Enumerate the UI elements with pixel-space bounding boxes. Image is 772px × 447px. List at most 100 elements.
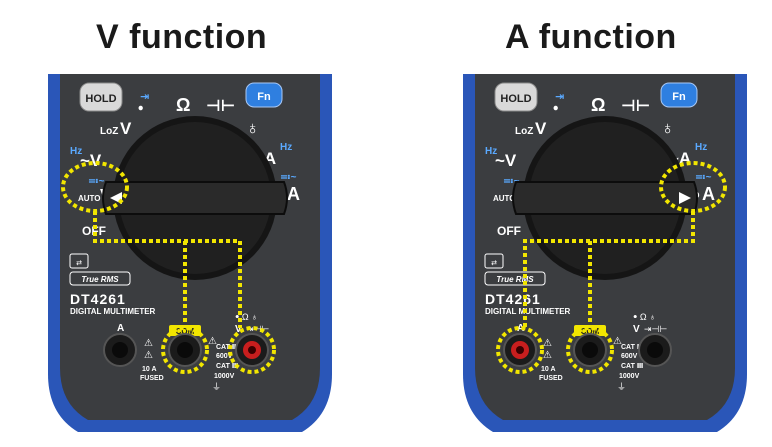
fn-button-label: Fn xyxy=(672,91,686,103)
highlight-overlay xyxy=(496,161,727,374)
cat-ii-voltage: 600V xyxy=(216,353,233,360)
cat-ii-label: CAT Ⅱ xyxy=(621,344,641,351)
hold-button[interactable]: HOLD xyxy=(494,82,538,112)
highlight-com-jack xyxy=(161,326,209,374)
a-jack[interactable] xyxy=(503,333,537,367)
hold-button-label: HOLD xyxy=(85,93,116,105)
pc-link-badge: ⇄ xyxy=(69,253,89,269)
pc-link-icon: ⇄ xyxy=(76,260,82,267)
a-jack[interactable] xyxy=(103,333,137,367)
true-rms-label: True RMS xyxy=(496,275,534,284)
auto-a-unit: A xyxy=(287,184,300,204)
auto-a-unit: A xyxy=(702,184,715,204)
dial-knob xyxy=(512,181,698,215)
capacitor-icon: ⊣⊢ xyxy=(206,98,235,115)
v-jack-diode-capacitor-icons: ⇥⊣⊢ xyxy=(644,324,667,334)
warning-icon-a: ⚠ xyxy=(144,338,153,349)
ac-a-hz-label: Hz xyxy=(280,142,292,153)
dc-a-icon: ≕~ xyxy=(280,172,297,183)
cat-ii-label: CAT Ⅱ xyxy=(216,344,236,351)
model-description: DIGITAL MULTIMETER xyxy=(70,307,156,316)
ac-v-label: ~V xyxy=(80,151,102,170)
v-jack-label: V xyxy=(235,324,242,335)
ohm-symbol: Ω xyxy=(176,95,190,115)
com-label: COM xyxy=(176,327,195,336)
com-badge: COM xyxy=(574,325,606,336)
ground-icon: ⏚ xyxy=(617,382,626,392)
dial-pointer xyxy=(679,192,691,204)
warning-icon-a-2: ⚠ xyxy=(144,350,153,361)
model-number: DT4261 xyxy=(70,291,126,307)
fn-button-label: Fn xyxy=(257,91,271,103)
loz-v-unit: V xyxy=(535,119,547,138)
cat-iii-voltage: 1000V xyxy=(214,373,235,380)
hold-button-label: HOLD xyxy=(500,93,531,105)
rotary-dial[interactable] xyxy=(102,116,288,280)
cat-iii-label: CAT Ⅲ xyxy=(621,363,643,370)
auto-v-label: AUTO xyxy=(493,194,516,203)
v-jack-function-icons: ꔷ Ω ♁ xyxy=(633,312,656,322)
dc-v-icon: ≕~ xyxy=(503,176,520,187)
continuity-icon: ꔷ xyxy=(138,103,143,115)
warning-icon-a-2: ⚠ xyxy=(543,350,552,361)
panel-title-a-function: A function xyxy=(505,18,677,56)
fused-rating: 10 A xyxy=(541,366,556,373)
highlight-a-jack xyxy=(496,326,544,374)
ohm-symbol: Ω xyxy=(591,95,605,115)
fused-label: FUSED xyxy=(539,375,563,382)
loz-label: LoZ xyxy=(515,126,533,137)
v-jack-function-icons: ꔷ Ω ♁ xyxy=(235,312,258,322)
continuity-icon: ꔷ xyxy=(553,103,558,115)
v-jack[interactable] xyxy=(638,333,672,367)
multimeter-a-function: HOLD Fn ⇥ ꔷ Ω ⊣⊢ ♁ LoZ V Hz ~V ~A Hz ≕~ … xyxy=(463,74,747,432)
highlight-v-jack xyxy=(228,326,276,374)
temperature-icon: ♁ xyxy=(661,118,675,138)
fn-button[interactable]: Fn xyxy=(660,82,698,108)
fn-button[interactable]: Fn xyxy=(245,82,283,108)
temperature-icon: ♁ xyxy=(246,118,260,138)
highlight-path-v-jack xyxy=(93,211,242,328)
ac-v-label: ~V xyxy=(495,151,517,170)
ac-v-hz-label: Hz xyxy=(70,146,82,157)
true-rms-label: True RMS xyxy=(81,275,119,284)
auto-v-label: AUTO xyxy=(78,194,101,203)
dial-knob xyxy=(102,181,288,215)
diode-icon: ⇥ xyxy=(140,91,149,103)
ac-a-hz-label: Hz xyxy=(695,142,707,153)
cat-ii-voltage: 600V xyxy=(621,353,638,360)
loz-label: LoZ xyxy=(100,126,118,137)
loz-v-unit: V xyxy=(120,119,132,138)
cat-iii-voltage: 1000V xyxy=(619,373,640,380)
com-jack[interactable] xyxy=(573,333,607,367)
off-label: OFF xyxy=(497,224,521,238)
hold-button[interactable]: HOLD xyxy=(79,82,123,112)
v-jack[interactable] xyxy=(235,333,269,367)
v-jack-label: V xyxy=(633,324,640,335)
panel-title-v-function: V function xyxy=(96,18,268,56)
com-badge: COM xyxy=(169,325,201,336)
warning-icon-com: ⚠ xyxy=(208,336,217,347)
ground-icon: ⏚ xyxy=(212,382,221,392)
ac-v-hz-label: Hz xyxy=(485,146,497,157)
true-rms-badge: True RMS xyxy=(484,271,546,286)
cat-iii-label: CAT Ⅲ xyxy=(216,363,238,370)
a-jack-label: A xyxy=(517,323,524,334)
model-number: DT4261 xyxy=(485,291,541,307)
pc-link-icon: ⇄ xyxy=(491,260,497,267)
com-label: COM xyxy=(581,327,600,336)
capacitor-icon: ⊣⊢ xyxy=(621,98,650,115)
highlight-path-a-jack xyxy=(523,211,695,328)
warning-icon-a: ⚠ xyxy=(543,338,552,349)
highlight-com-jack xyxy=(566,326,614,374)
multimeter-v-function: HOLD Fn ⇥ ꔷ Ω ⊣⊢ ♁ LoZ V Hz ~V ~A Hz ≕~ … xyxy=(48,74,332,432)
pc-link-badge: ⇄ xyxy=(484,253,504,269)
warning-icon-com: ⚠ xyxy=(613,336,622,347)
a-jack-label: A xyxy=(117,323,124,334)
off-label: OFF xyxy=(82,224,106,238)
fused-rating: 10 A xyxy=(142,366,157,373)
com-jack[interactable] xyxy=(168,333,202,367)
true-rms-badge: True RMS xyxy=(69,271,131,286)
dc-v-icon: ≕~ xyxy=(88,176,105,187)
highlight-overlay xyxy=(61,161,276,374)
dc-a-icon: ≕~ xyxy=(695,172,712,183)
